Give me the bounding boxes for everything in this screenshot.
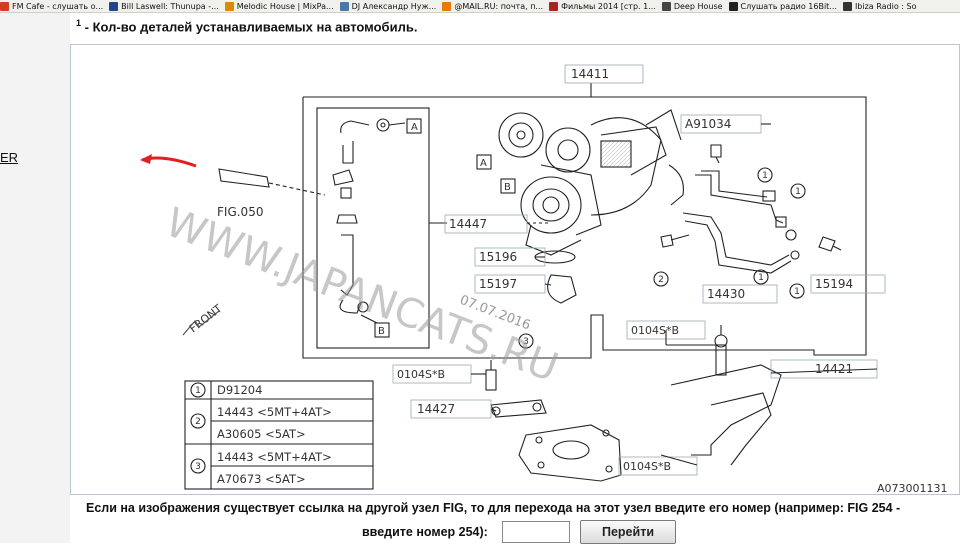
oil-pipes [682, 170, 800, 274]
bookmark-label: Deep House [673, 1, 723, 11]
legend-row-3b[interactable]: A70673 <5AT> [217, 472, 306, 486]
bookmark-item[interactable]: Bill Laswell: Thunupa -... [109, 0, 219, 12]
bookmarks-bar: FM Cafe - слушать о... Bill Laswell: Thun… [0, 0, 960, 13]
part-14430[interactable]: 14430 [707, 287, 745, 301]
bracket-14421 [670, 325, 782, 466]
marker-1-a: 1 [762, 171, 768, 181]
bracket-14427 [485, 360, 547, 418]
bookmark-label: Melodic House | MixPa... [236, 1, 334, 11]
vk-icon [339, 1, 349, 11]
bookmark-label: Фильмы 2014 [стр. 1... [561, 1, 656, 11]
mix-icon [224, 1, 234, 11]
part-0104SB-bottom[interactable]: 0104S*B [623, 460, 671, 473]
fig-number-input[interactable] [502, 521, 570, 543]
part-15197[interactable]: 15197 [479, 277, 517, 291]
j-logo-icon [109, 1, 119, 11]
radio-icon [728, 1, 738, 11]
diagram-code: A073001131 [877, 482, 948, 494]
legend-marker-3: 3 [195, 462, 201, 472]
music-icon [661, 1, 671, 11]
part-0104SB-left[interactable]: 0104S*B [397, 368, 445, 381]
bookmark-label: DJ Александр Нуж... [351, 1, 437, 11]
marker-a-hose: A [411, 122, 418, 133]
red-arrow-icon [140, 154, 197, 168]
marker-3: 3 [523, 337, 529, 347]
go-button[interactable]: Перейти [580, 520, 676, 544]
legend-row-2b[interactable]: A30605 <5AT> [217, 427, 306, 441]
turbocharger [498, 109, 684, 256]
legend-row-3a[interactable]: 14443 <5MT+4AT> [217, 450, 332, 464]
legend-row-1[interactable]: D91204 [217, 383, 262, 397]
legend-marker-2: 2 [195, 417, 201, 427]
instructions-line2: введите номер 254): [362, 525, 488, 539]
bolts [660, 144, 842, 252]
exhaust-plate [518, 424, 622, 482]
front-indicator: FRONT [187, 302, 225, 336]
bookmark-label: Слушать радио 16Bit... [740, 1, 837, 11]
marker-2: 2 [658, 275, 664, 285]
bookmark-label: FM Cafe - слушать о... [12, 1, 104, 11]
part-0104SB-top[interactable]: 0104S*B [631, 324, 679, 337]
parts-diagram-frame: 14411 A91034 14447 15196 15197 14430 151… [70, 44, 960, 495]
footnote: 1 - Кол-во деталей устанавливаемых на ав… [76, 18, 417, 34]
part-14421[interactable]: 14421 [815, 362, 853, 376]
bookmark-item[interactable]: Deep House [661, 0, 723, 12]
legend-marker-1: 1 [195, 386, 201, 396]
bookmark-label: Ibiza Radio : So [854, 1, 917, 11]
part-14427[interactable]: 14427 [417, 402, 455, 416]
part-14411[interactable]: 14411 [571, 67, 609, 81]
fig050-hose [218, 168, 270, 188]
bookmark-item[interactable]: DJ Александр Нуж... [339, 0, 437, 12]
instructions-line1: Если на изображения существует ссылка на… [86, 501, 901, 515]
assembly-frame [302, 96, 867, 359]
hose-subframe [316, 107, 430, 349]
bookmark-item[interactable]: FM Cafe - слушать о... [0, 0, 103, 12]
bookmark-item[interactable]: Слушать радио 16Bit... [728, 0, 837, 12]
part-14447[interactable]: 14447 [449, 217, 487, 231]
footnote-number: 1 [76, 18, 82, 28]
bookmark-item[interactable]: Ibiza Radio : So [842, 0, 917, 12]
film-icon [549, 1, 559, 11]
radio-icon [0, 1, 9, 11]
marker-1-b: 1 [795, 187, 801, 197]
bookmark-item[interactable]: Melodic House | MixPa... [224, 0, 334, 12]
marker-1-d: 1 [794, 287, 800, 297]
legend-table [184, 380, 374, 490]
marker-1-c: 1 [758, 273, 764, 283]
marker-b-turbo: B [504, 182, 511, 193]
part-A91034[interactable]: A91034 [685, 117, 731, 131]
footnote-text: - Кол-во деталей устанавливаемых на авто… [81, 19, 418, 35]
bookmark-label: Bill Laswell: Thunupa -... [121, 1, 219, 11]
hose-parts [332, 118, 406, 324]
bookmark-item[interactable]: @MAIL.RU: почта, п... [442, 0, 543, 12]
legend-row-2a[interactable]: 14443 <5MT+4AT> [217, 405, 332, 419]
mail-icon [442, 1, 452, 11]
part-15194[interactable]: 15194 [815, 277, 853, 291]
bookmark-item[interactable]: Фильмы 2014 [стр. 1... [549, 0, 656, 12]
music-icon [842, 1, 852, 11]
left-sidebar [0, 13, 70, 543]
sidebar-link[interactable]: ER [0, 150, 19, 165]
marker-a-turbo: A [480, 158, 487, 169]
watermark: WWW.JAPANCATS.RU [159, 199, 564, 391]
bookmark-label: @MAIL.RU: почта, п... [454, 1, 544, 11]
part-15196[interactable]: 15196 [479, 250, 517, 264]
fig-ref-050[interactable]: FIG.050 [217, 205, 263, 219]
parts-diagram: 14411 A91034 14447 15196 15197 14430 151… [159, 64, 948, 495]
marker-b-hose: B [378, 326, 385, 337]
gasket-15197 [547, 274, 577, 304]
front-arrow-icon [182, 310, 220, 336]
